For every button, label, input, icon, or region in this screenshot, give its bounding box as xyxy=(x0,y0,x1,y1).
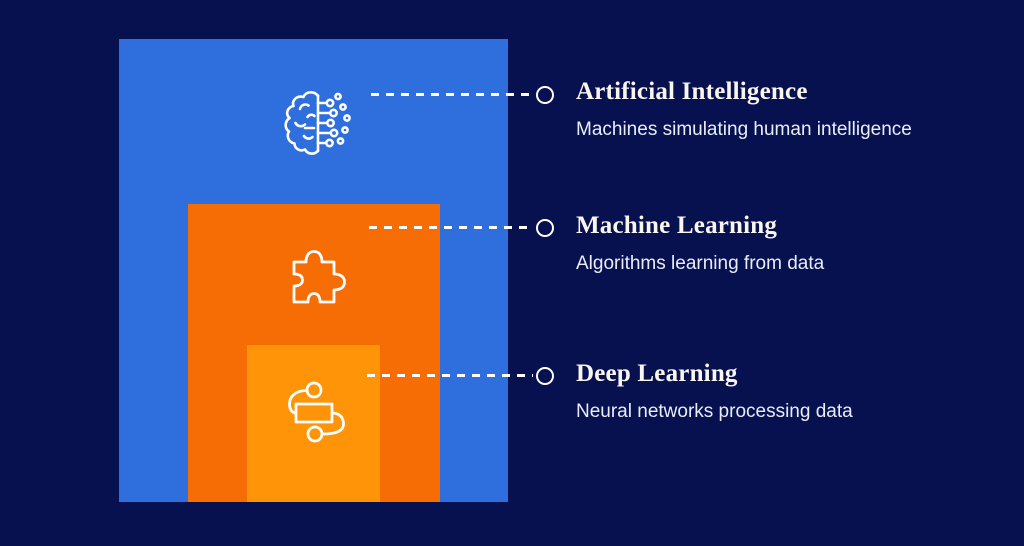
puzzle-piece-icon xyxy=(280,239,348,311)
label-description: Neural networks processing data xyxy=(576,401,853,422)
connector-line-ai xyxy=(371,93,533,96)
connector-line-dl xyxy=(367,374,533,377)
label-title: Artificial Intelligence xyxy=(576,78,808,105)
label-title: Machine Learning xyxy=(576,212,778,239)
brain-circuit-icon xyxy=(279,86,355,162)
label-artificial-intelligence: Artificial Intelligence Machines simulat… xyxy=(576,78,912,142)
connector-dot-dl xyxy=(536,367,554,385)
connector-dot-ai xyxy=(536,86,554,104)
deep-learning-box xyxy=(247,345,380,502)
label-description: Algorithms learning from data xyxy=(576,253,825,274)
label-machine-learning: Machine Learning Algorithms learning fro… xyxy=(576,212,824,276)
connector-dot-ml xyxy=(536,219,554,237)
flowchart-icon xyxy=(281,378,349,444)
label-title: Deep Learning xyxy=(576,360,738,387)
label-deep-learning: Deep Learning Neural networks processing… xyxy=(576,360,853,424)
connector-line-ml xyxy=(369,226,533,229)
label-description: Machines simulating human intelligence xyxy=(576,119,912,140)
